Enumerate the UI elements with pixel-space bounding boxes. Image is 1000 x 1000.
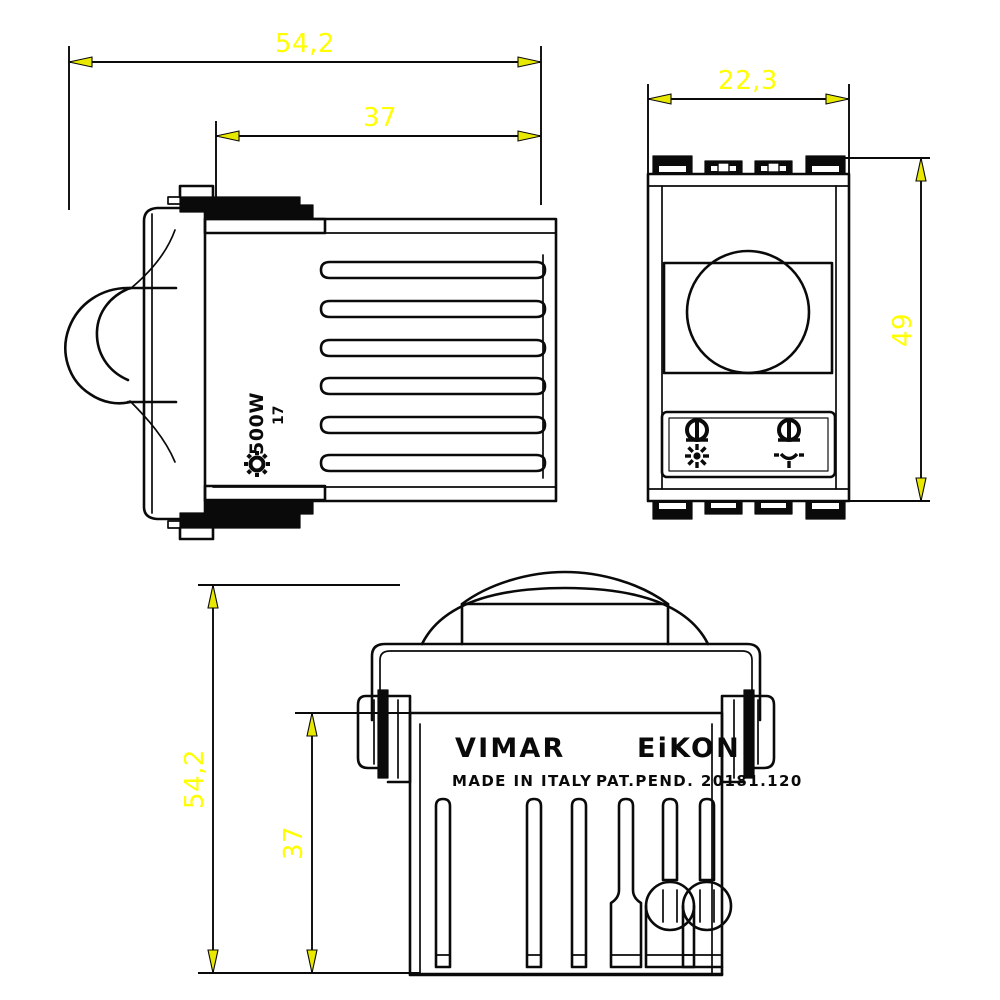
origin-label: MADE IN ITALY [452, 772, 592, 790]
time-adjuster[interactable] [774, 418, 804, 468]
screw-slot-icon-lux[interactable] [685, 418, 709, 442]
front-view-lens [662, 249, 834, 375]
bottom-view: 54,2 37 [180, 570, 803, 977]
side-view-front-cover [142, 206, 207, 521]
side-view: 54,2 37 [64, 29, 558, 541]
time-delay-icon [774, 452, 804, 468]
brand-label-vimar: VIMAR [455, 733, 566, 764]
front-view: 22,3 49 [646, 66, 930, 520]
side-view-lens-dome [64, 229, 178, 463]
bottom-view-dome [420, 570, 710, 646]
bottom-view-left-clip[interactable] [356, 689, 412, 784]
sun-gear-icon [244, 451, 270, 477]
rating-power-label: 500W [246, 392, 268, 455]
dimension-label-37-side: 37 [363, 103, 397, 133]
dimension-front-width: 22,3 [647, 66, 850, 175]
front-view-top-tabs [652, 155, 846, 175]
dimension-side-body-width: 37 [215, 103, 542, 208]
front-view-adjuster-panel [660, 410, 837, 479]
side-view-rating-markings: 500W 17 [244, 392, 287, 477]
dimension-label-49: 49 [888, 313, 918, 347]
patent-label: PAT.PEND. 20181.120 [596, 772, 803, 790]
dimension-front-height: 49 [845, 157, 930, 502]
sun-star-icon [685, 444, 709, 468]
rating-lamp-label: 17 [271, 406, 287, 425]
dimension-bottom-body-height: 37 [279, 712, 420, 974]
front-view-bottom-tabs [652, 500, 846, 520]
bottom-view-terminal-slots [408, 797, 733, 976]
dimension-side-overall-width: 54,2 [68, 29, 542, 210]
front-view-body [646, 172, 851, 503]
screw-slot-icon-time[interactable] [777, 418, 801, 442]
side-view-vent-fins [319, 260, 547, 473]
bottom-view-branding: VIMAR EiKON MADE IN ITALY PAT.PEND. 2018… [452, 733, 803, 790]
side-view-body-block [203, 217, 558, 503]
dimension-label-37-bottom: 37 [279, 826, 309, 860]
side-view-top-clip [167, 184, 327, 241]
dimension-label-54-2-side: 54,2 [275, 29, 335, 59]
dimension-bottom-overall-height: 54,2 [180, 584, 420, 974]
dimension-label-54-2-bottom: 54,2 [180, 749, 210, 809]
lux-adjuster[interactable] [685, 418, 709, 468]
bottom-view-cover-plate [370, 642, 762, 722]
side-view-bottom-clip [167, 484, 327, 541]
dimension-label-22-3: 22,3 [718, 66, 778, 96]
brand-label-eikon: EiKON [637, 733, 741, 764]
